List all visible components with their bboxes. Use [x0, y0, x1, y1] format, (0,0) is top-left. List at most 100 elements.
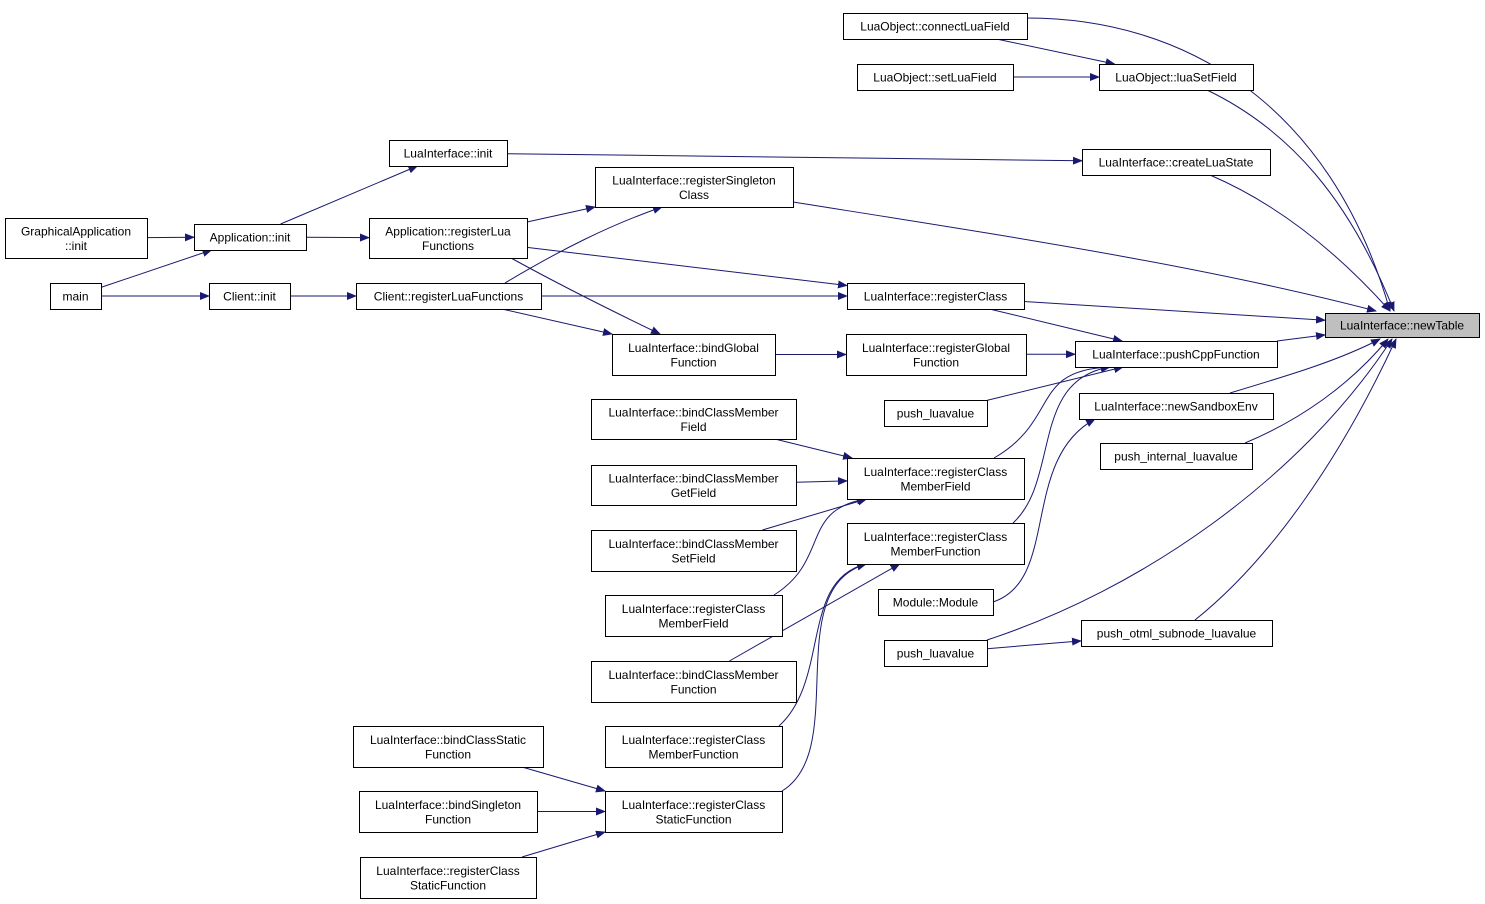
node-label: LuaInterface::registerClass: [864, 290, 1007, 304]
node-label: LuaInterface::bindGlobal: [628, 341, 759, 355]
node-label: LuaInterface::registerClass: [622, 798, 765, 812]
edge-registerClass-to-newTable: [1023, 301, 1326, 324]
node-pushLua2[interactable]: push_luavalue: [884, 640, 988, 667]
node-box: [847, 283, 1025, 310]
node-label: StaticFunction: [410, 878, 486, 892]
node-box: [591, 465, 797, 506]
node-moduleModule[interactable]: Module::Module: [878, 589, 994, 616]
edge-bindCSF-to-regCSF1: [521, 766, 606, 793]
node-pushLua1[interactable]: push_luavalue: [884, 400, 988, 427]
edge-pushOtml-to-newTable: [1194, 338, 1397, 621]
node-label: SetField: [671, 551, 715, 565]
node-label: push_internal_luavalue: [1114, 450, 1238, 464]
edge-pushInternal-to-newTable: [1244, 338, 1389, 444]
edge-appInit-to-luaInit: [280, 165, 419, 225]
edge-registerClass-to-pushCpp: [989, 308, 1124, 343]
node-label: GraphicalApplication: [21, 224, 131, 238]
node-label: MemberFunction: [890, 544, 980, 558]
node-gfxAppInit[interactable]: GraphicalApplication::init: [5, 218, 148, 259]
node-box: [1079, 393, 1274, 420]
node-label: LuaInterface::bindClassStatic: [370, 733, 526, 747]
node-appRegLua[interactable]: Application::registerLuaFunctions: [369, 218, 528, 259]
node-connectLuaField[interactable]: LuaObject::connectLuaField: [843, 13, 1028, 40]
node-createLuaState[interactable]: LuaInterface::createLuaState: [1082, 149, 1271, 176]
node-box: [369, 218, 528, 259]
node-label: Class: [679, 188, 709, 202]
node-setLuaField[interactable]: LuaObject::setLuaField: [857, 64, 1014, 91]
node-box: [605, 726, 783, 768]
node-luaInit[interactable]: LuaInterface::init: [389, 140, 508, 167]
node-clientInit[interactable]: Client::init: [209, 283, 291, 310]
node-box: [360, 857, 537, 899]
node-box: [359, 791, 538, 833]
edge-createLuaState-to-newTable: [1209, 174, 1391, 312]
node-label: push_luavalue: [897, 647, 975, 661]
node-box: [209, 283, 291, 310]
node-pushInternal[interactable]: push_internal_luavalue: [1100, 443, 1253, 470]
node-label: Function: [913, 355, 959, 369]
edge-appRegLua-to-registerClass: [526, 246, 848, 289]
node-box: [878, 589, 994, 616]
node-label: LuaInterface::createLuaState: [1099, 156, 1254, 170]
node-pushCpp[interactable]: LuaInterface::pushCppFunction: [1075, 341, 1278, 368]
edge-pushLua1-to-pushCpp: [986, 365, 1124, 401]
node-box: [1082, 149, 1271, 176]
node-box: [847, 458, 1025, 500]
node-label: LuaInterface::registerClass: [864, 530, 1007, 544]
node-label: Field: [680, 420, 706, 434]
node-label: LuaInterface::registerClass: [622, 602, 765, 616]
node-newSandbox[interactable]: LuaInterface::newSandboxEnv: [1079, 393, 1274, 420]
node-box: [612, 334, 776, 376]
node-main[interactable]: main: [50, 283, 102, 310]
edge-bindCMFunc-to-regCMFunc1: [729, 563, 901, 662]
node-label: Function: [670, 355, 716, 369]
node-label: LuaInterface::newSandboxEnv: [1094, 400, 1257, 414]
node-regCMFunc2[interactable]: LuaInterface::registerClassMemberFunctio…: [605, 726, 783, 768]
edge-regCSF2-to-regCSF1: [521, 830, 606, 858]
node-label: Application::registerLua: [385, 224, 511, 238]
edge-bindCMSet-to-regCMField1: [762, 497, 868, 531]
node-box: [353, 726, 544, 768]
node-box: [591, 661, 797, 703]
node-label: Function: [425, 812, 471, 826]
edge-regCSF1-to-regCMFunc1: [781, 562, 867, 792]
node-regCSF2[interactable]: LuaInterface::registerClassStaticFunctio…: [360, 857, 537, 899]
edge-bindCMGet-to-regCMField1: [795, 477, 848, 486]
edge-moduleModule-to-newSandbox: [992, 418, 1096, 603]
node-appInit[interactable]: Application::init: [194, 224, 307, 251]
edge-appRegLua-to-regSingleton: [526, 205, 596, 223]
node-box: [50, 283, 102, 310]
node-label: LuaInterface::registerSingleton: [612, 173, 775, 187]
node-luaSetField[interactable]: LuaObject::luaSetField: [1099, 64, 1254, 91]
node-newTable[interactable]: LuaInterface::newTable: [1325, 313, 1480, 338]
edge-regCMFunc2-to-regCMFunc1: [778, 562, 867, 727]
node-clientRegLua[interactable]: Client::registerLuaFunctions: [356, 283, 542, 310]
node-box: [1081, 620, 1273, 647]
node-label: main: [62, 290, 88, 304]
node-box: [591, 530, 797, 572]
node-registerClass[interactable]: LuaInterface::registerClass: [847, 283, 1025, 310]
node-box: [1100, 443, 1253, 470]
edges-layer: [100, 17, 1397, 858]
node-label: LuaObject::luaSetField: [1115, 71, 1236, 85]
node-label: LuaInterface::registerClass: [376, 864, 519, 878]
node-label: Function: [425, 747, 471, 761]
node-pushOtml[interactable]: push_otml_subnode_luavalue: [1081, 620, 1273, 647]
node-regCMFunc1[interactable]: LuaInterface::registerClassMemberFunctio…: [847, 523, 1025, 565]
node-box: [884, 640, 988, 667]
node-regCSF1[interactable]: LuaInterface::registerClassStaticFunctio…: [605, 791, 783, 833]
node-label: Client::registerLuaFunctions: [374, 290, 523, 304]
node-label: LuaInterface::pushCppFunction: [1092, 348, 1259, 362]
